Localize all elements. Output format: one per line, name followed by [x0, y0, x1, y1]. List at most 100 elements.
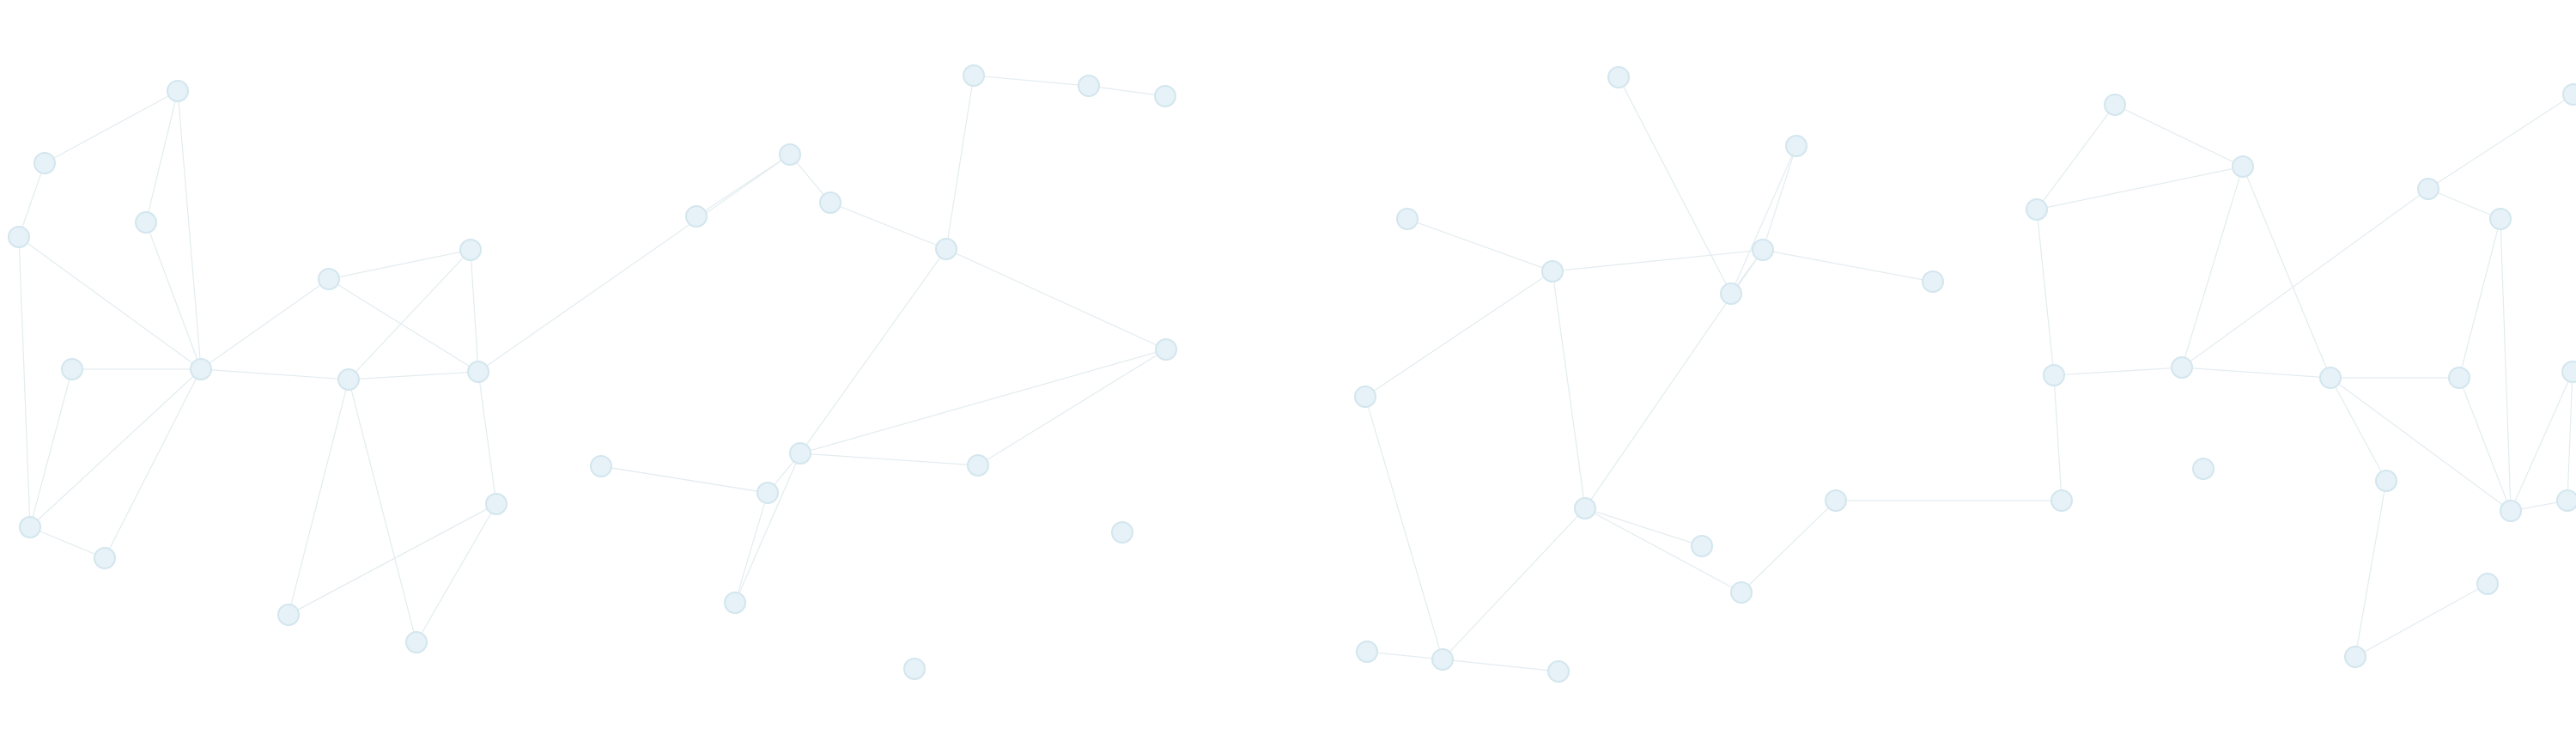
network-node — [1825, 489, 1847, 512]
network-node — [1396, 208, 1419, 230]
network-edge — [288, 379, 349, 616]
network-node — [1607, 66, 1630, 88]
network-edge — [44, 90, 179, 164]
network-node — [277, 604, 300, 626]
network-node — [779, 143, 801, 166]
network-node — [1356, 641, 1378, 663]
network-node — [1078, 75, 1100, 97]
network-edge — [600, 465, 769, 494]
network-node — [2489, 208, 2512, 230]
network-edge — [18, 236, 31, 528]
network-edge — [1741, 500, 1837, 593]
network-edge — [1442, 659, 1559, 672]
network-node — [1752, 239, 1774, 261]
network-edge — [477, 371, 497, 505]
network-node — [967, 454, 989, 477]
network-edge — [2114, 104, 2244, 167]
network-edge — [2036, 209, 2055, 376]
network-edge — [799, 349, 1167, 454]
network-node — [819, 191, 841, 214]
network-edge — [1406, 218, 1553, 272]
network-edge — [416, 503, 497, 643]
network-edge — [945, 248, 1167, 350]
network-node — [1547, 660, 1570, 683]
network-node — [190, 358, 212, 380]
network-node — [2232, 155, 2254, 178]
network-node — [2026, 198, 2048, 221]
network-node — [1720, 282, 1742, 305]
network-edge — [470, 249, 479, 373]
network-edge — [2354, 480, 2387, 658]
network-node — [2319, 367, 2342, 389]
network-edge — [2181, 166, 2244, 368]
network-node — [590, 455, 612, 477]
network-nodes — [8, 64, 2576, 683]
network-edge — [1584, 507, 1742, 593]
network-edge — [2354, 583, 2488, 658]
network-edge — [145, 90, 179, 223]
network-edge — [2510, 371, 2573, 512]
network-node — [1111, 521, 1133, 544]
network-edge — [328, 278, 479, 373]
network-node — [33, 152, 56, 174]
network-edge — [1618, 76, 1732, 295]
network-node — [756, 482, 779, 504]
network-node — [8, 226, 30, 248]
network-edge — [348, 249, 471, 380]
network-node — [467, 361, 489, 383]
network-node — [1691, 535, 1713, 557]
network-node — [2104, 94, 2126, 116]
network-node — [789, 442, 811, 465]
network-node — [1354, 386, 1376, 408]
network-node — [2476, 573, 2499, 595]
network-edge — [2053, 374, 2063, 501]
network-edge — [734, 452, 801, 604]
network-edge — [945, 75, 975, 250]
network-node — [2556, 489, 2576, 512]
network-edge — [104, 368, 202, 559]
network-node — [2375, 470, 2397, 492]
network-node — [61, 358, 83, 380]
network-edge — [977, 349, 1167, 466]
network-edge — [1088, 85, 1166, 97]
network-node — [2562, 83, 2576, 106]
network-edge — [200, 368, 349, 380]
network-node — [19, 516, 41, 538]
network-node — [724, 592, 746, 614]
network-node — [2561, 361, 2576, 383]
network-edge — [18, 162, 46, 238]
network-edge — [696, 154, 791, 217]
network-node — [1541, 260, 1564, 282]
network-edge — [2330, 377, 2512, 512]
network-node — [337, 368, 360, 391]
network-edge — [2458, 377, 2512, 512]
network-node — [685, 205, 708, 228]
network-edge — [145, 222, 202, 370]
network-node — [2192, 458, 2215, 480]
network-edge — [328, 249, 471, 280]
network-edge — [829, 202, 947, 250]
network-node — [1155, 338, 1177, 361]
network-node — [2417, 178, 2439, 200]
network-edge — [1552, 270, 1586, 509]
network-node — [94, 547, 116, 569]
network-edge — [734, 492, 769, 604]
network-node — [135, 211, 157, 234]
network-node — [2043, 364, 2065, 386]
network-edge — [1730, 145, 1797, 295]
network-edge — [1762, 145, 1797, 251]
network-edge — [200, 278, 330, 370]
network-node — [1730, 581, 1753, 604]
network-node — [1431, 648, 1454, 671]
network-edge — [2427, 94, 2574, 190]
network-node — [1922, 270, 1944, 293]
network-edge — [29, 368, 202, 528]
network-edge — [477, 154, 791, 373]
network-node — [2050, 489, 2073, 512]
network-edge — [2036, 166, 2244, 210]
network-edge — [288, 503, 497, 616]
network-node — [2344, 646, 2366, 668]
network-edge — [2458, 218, 2501, 379]
network-edge — [2242, 166, 2331, 379]
